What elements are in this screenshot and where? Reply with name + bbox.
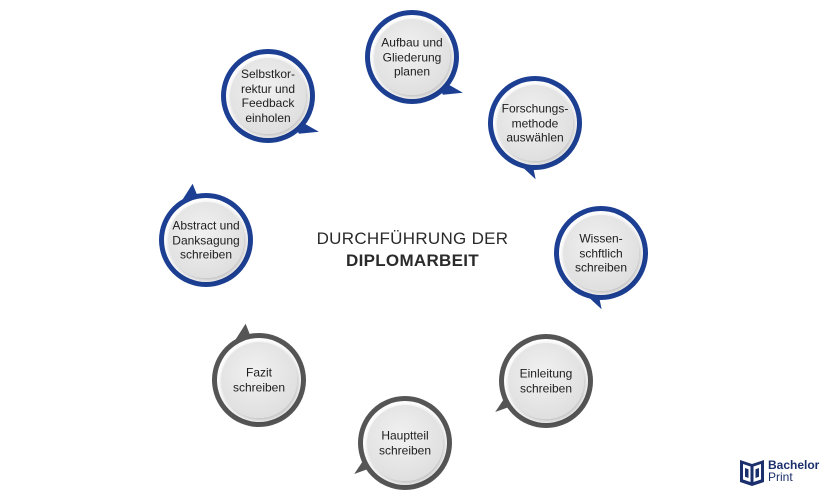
step-inner-disk — [374, 19, 450, 95]
process-step-4 — [495, 334, 593, 428]
process-step-7 — [159, 183, 253, 287]
diagram-title-line2: DIPLOMARBEIT — [346, 251, 479, 270]
bachelor-print-logo: Bachelor Print — [738, 456, 820, 490]
step-label-5: Hauptteil schreiben — [378, 428, 432, 458]
book-logo-icon — [740, 460, 764, 486]
step-label-8: Selbstkor- rektur und Feedback einholen — [240, 67, 296, 125]
step-label-6: Fazit schreiben — [232, 365, 286, 395]
diagram-title-line1: DURCHFÜHRUNG DER — [316, 229, 509, 248]
logo-text: Bachelor Print — [768, 459, 819, 483]
step-inner-disk — [230, 58, 306, 134]
step-inner-disk — [497, 85, 573, 161]
process-step-8 — [221, 49, 319, 143]
step-inner-disk — [168, 202, 244, 278]
process-step-6 — [212, 323, 306, 427]
logo-line1: Bachelor — [768, 458, 820, 472]
step-label-3: Wissen- schftlich schreiben — [574, 231, 628, 275]
process-step-5 — [354, 396, 452, 490]
step-inner-disk — [508, 343, 584, 419]
process-step-1 — [365, 10, 463, 104]
process-step-3 — [554, 206, 648, 310]
step-inner-disk — [563, 215, 639, 291]
logo-line2: Print — [768, 470, 793, 484]
step-inner-disk — [221, 342, 297, 418]
step-label-1: Aufbau und Gliederung planen — [381, 35, 443, 79]
process-step-2 — [488, 76, 582, 180]
step-label-2: Forschungs- methode auswählen — [501, 101, 569, 145]
step-label-7: Abstract und Danksagung schreiben — [172, 218, 240, 262]
step-inner-disk — [367, 405, 443, 481]
step-label-4: Einleitung schreiben — [519, 366, 573, 396]
